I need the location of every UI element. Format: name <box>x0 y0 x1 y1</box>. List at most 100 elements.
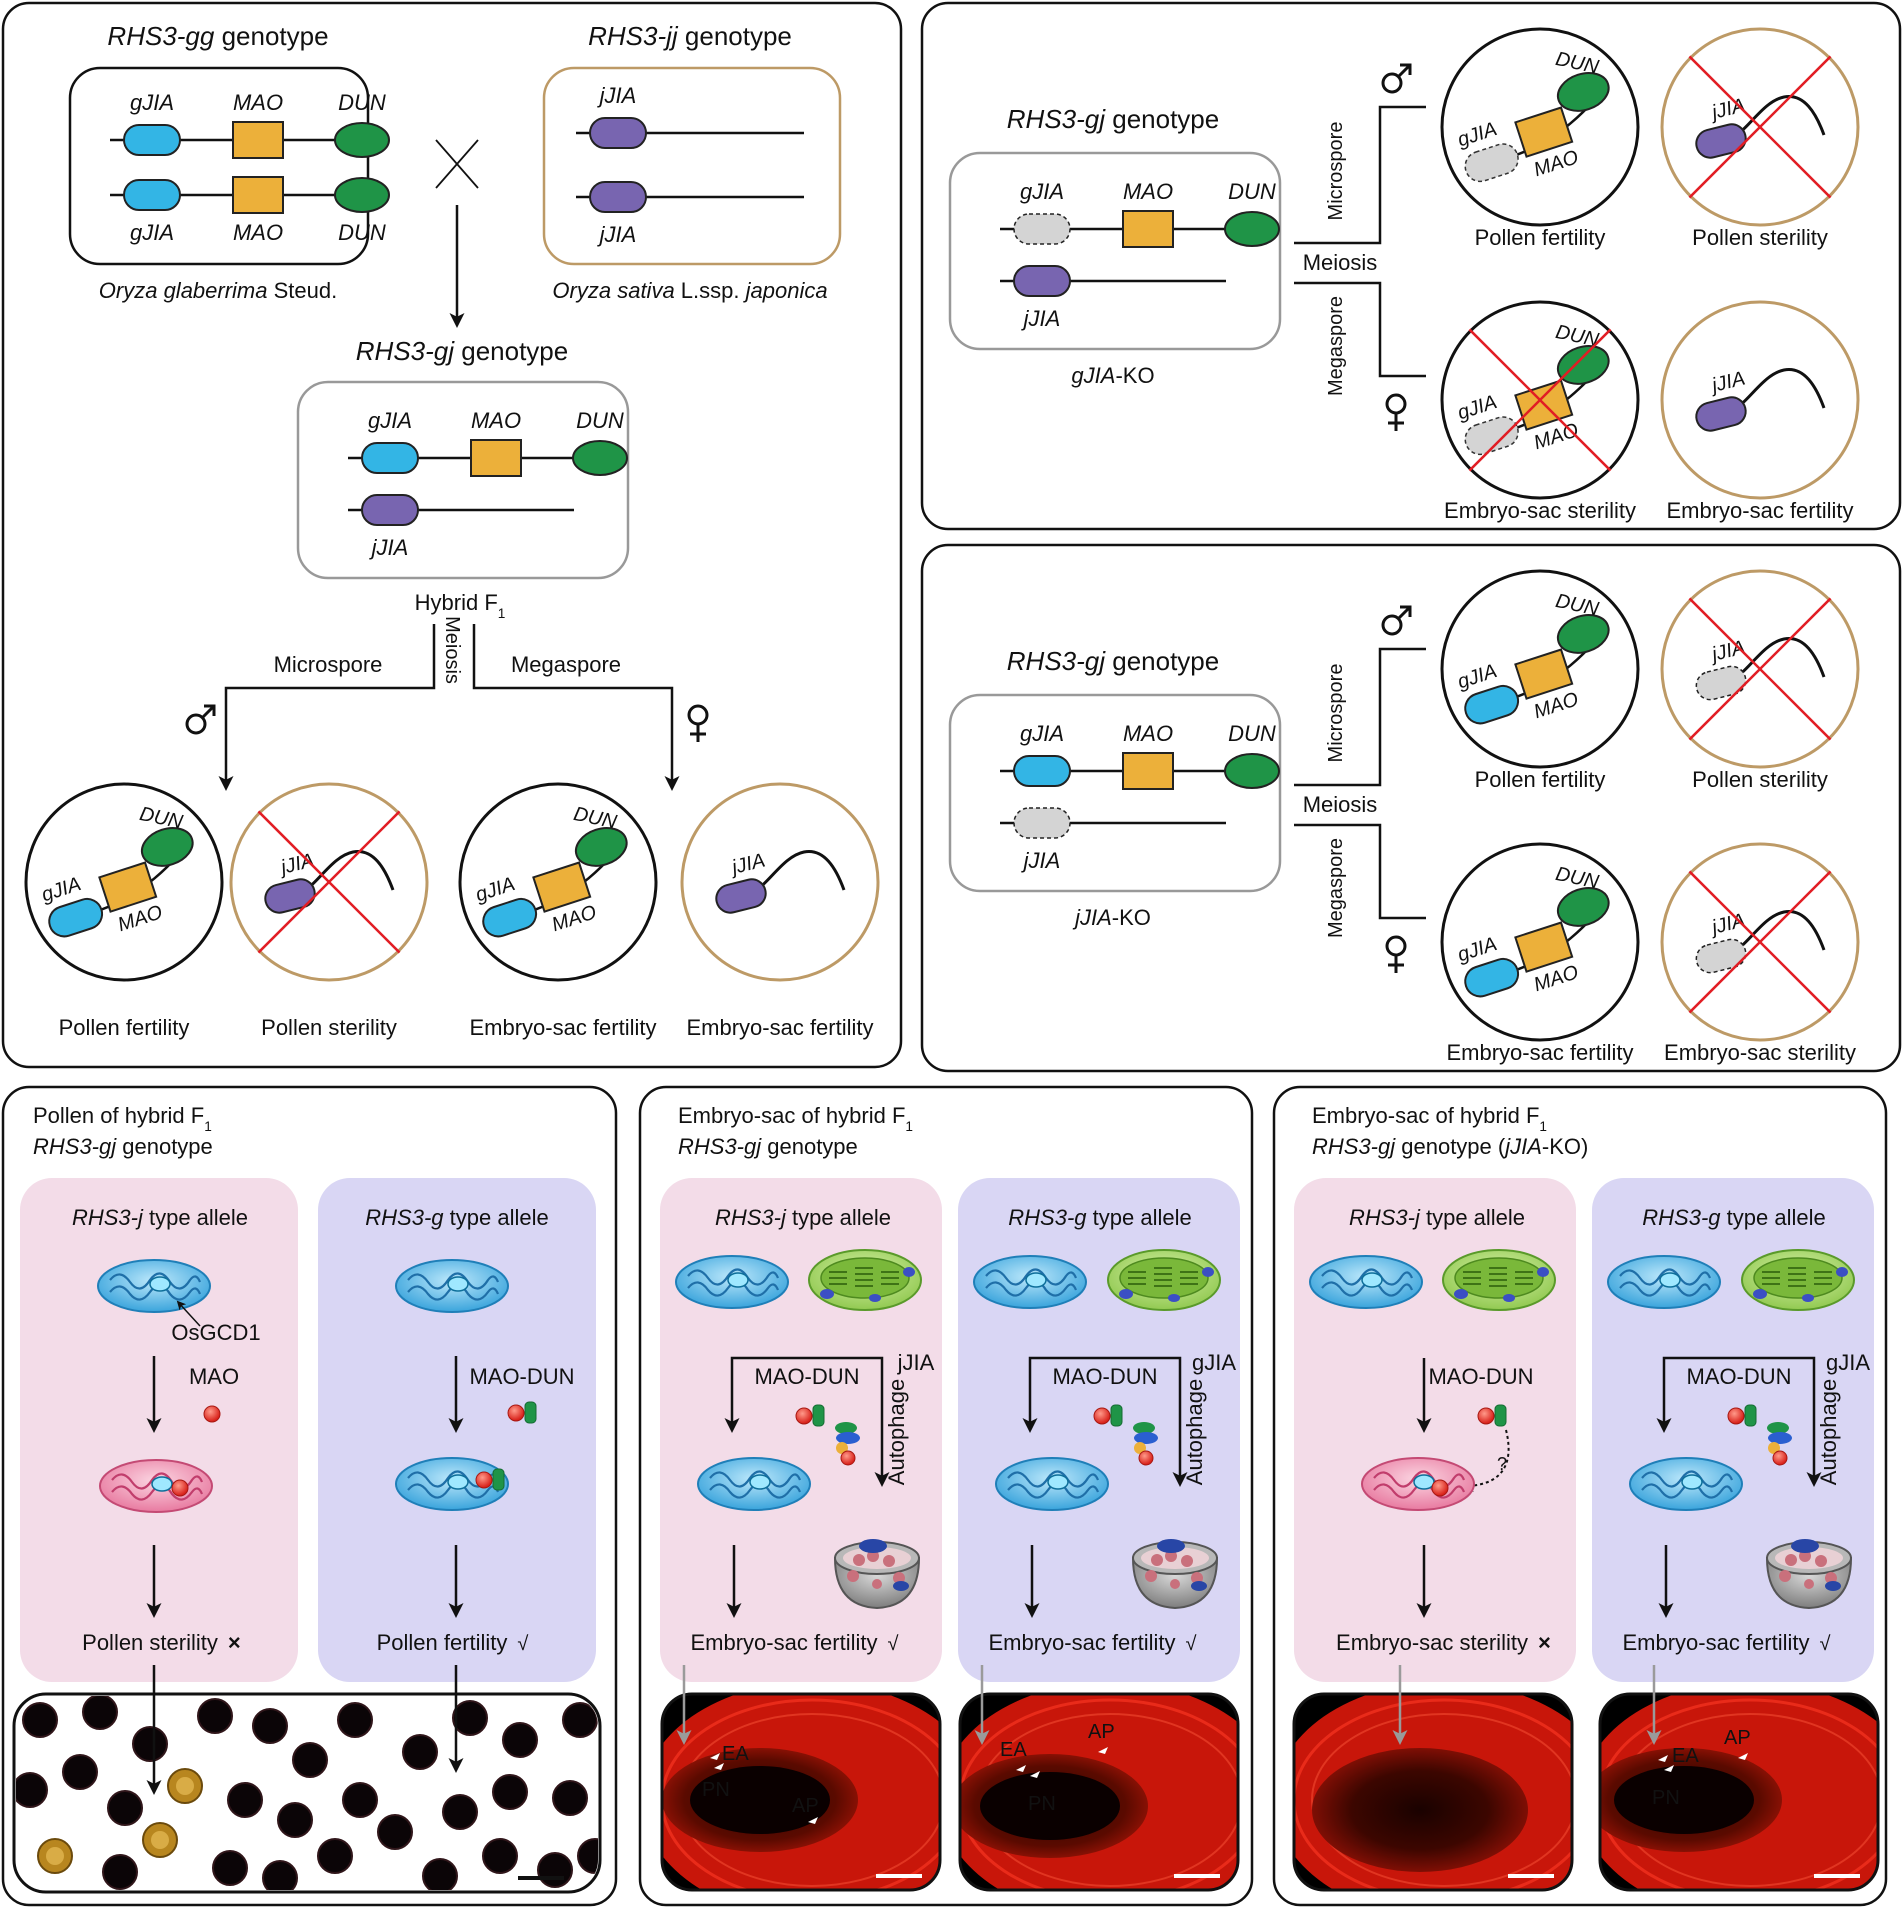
mao-gene-icon <box>1514 106 1574 158</box>
gamete-genes: jJIA <box>1695 367 1826 432</box>
fertile-pollen-grain <box>22 1702 58 1738</box>
panel-b-ko-label-part: -KO <box>1115 363 1154 388</box>
panel-b-title-part: genotype <box>1105 104 1219 134</box>
rhs3-gg-title-part: genotype <box>214 21 328 51</box>
mao-dun-label: MAO-DUN <box>1686 1364 1791 1389</box>
allele-g-title-part: type allele <box>1087 1205 1192 1230</box>
microspore-branch <box>218 624 436 791</box>
allele-panel-j <box>20 1178 298 1682</box>
sterile-pollen-core <box>151 1831 169 1849</box>
allele-j-title-part: RHS3-j <box>715 1205 787 1230</box>
female-circle <box>1385 393 1407 415</box>
mao-bound-icon <box>1431 1479 1449 1497</box>
allele-g-title-part: type allele <box>1721 1205 1826 1230</box>
gjia-gene-icon <box>48 897 104 938</box>
structure-label: AP <box>1088 1721 1115 1743</box>
gamete-outline <box>1660 300 1860 500</box>
female-circle <box>687 704 709 726</box>
fertile-pollen-grain <box>402 1734 438 1770</box>
mao-label: MAO <box>471 408 521 433</box>
gamete-genes: jJIA <box>1695 636 1826 701</box>
pointer-arrowhead-icon <box>710 1753 720 1760</box>
autophagosome-icon <box>1132 1538 1218 1609</box>
mitochondrion-icon-shape <box>994 1456 1110 1512</box>
unknown-label: ? <box>1497 1454 1507 1474</box>
panel-c-megaspore-label: Megaspore <box>1325 838 1347 938</box>
panel-c-branch-mega <box>1294 823 1426 920</box>
hybrid-f1-label: Hybrid F1 <box>415 590 506 621</box>
jjia-ko-gene-icon <box>1695 938 1747 974</box>
mao-protein-icon-shape <box>203 1405 221 1423</box>
allele-j-title-part: RHS3-j <box>1349 1205 1421 1230</box>
allele-g-title: RHS3-g type allele <box>1008 1205 1191 1230</box>
panelF-title-line2-part: jJIA <box>1502 1134 1542 1159</box>
panel-b-genotype-box <box>948 151 1282 351</box>
check-mark-icon: √ <box>517 1633 528 1655</box>
panel-b-branch-micro <box>1294 105 1426 245</box>
pollen-fertility-label: Pollen fertility <box>59 1015 190 1040</box>
mao-dun-label: MAO-DUN <box>1052 1364 1157 1389</box>
autophage-label: Autophage <box>1182 1379 1207 1485</box>
male-arrow <box>200 705 215 720</box>
jjia-gene-icon <box>1013 265 1071 297</box>
panelF-title-line2-part: RHS3-gj <box>1312 1134 1396 1159</box>
micrograph-content <box>1294 1694 1572 1890</box>
gjia-label: gJIA <box>1020 721 1064 746</box>
sterile-pollen-core <box>176 1777 194 1795</box>
fertile-pollen-grain <box>132 1726 168 1762</box>
gjia-label: gJIA <box>368 408 412 433</box>
panelD-title-line1-part: Pollen of hybrid F <box>33 1103 204 1128</box>
oryza-sativa-label-part: Oryza sativa <box>552 278 674 303</box>
chromosome-j: jJIA <box>576 83 804 149</box>
panelF-title-line1-part: Embryo-sac of hybrid F <box>1312 1103 1539 1128</box>
panel-a-border <box>1 1 903 1069</box>
panel-b-branch-mega <box>1294 281 1426 378</box>
gamete-chromosome <box>1731 368 1826 414</box>
chromosome-j: jJIA <box>1000 807 1226 873</box>
fertile-pollen-grain <box>442 1794 478 1830</box>
embryo-sac-fertility-label: Embryo-sac fertility <box>469 1015 656 1040</box>
rhs3-jj-box <box>542 66 842 266</box>
fertile-pollen-grain <box>537 1852 573 1888</box>
dun-label: DUN <box>576 408 624 433</box>
rhs3-jj-title-part: RHS3-jj <box>588 21 679 51</box>
dun-gene-icon <box>334 122 390 158</box>
panel-d-border <box>1 1085 618 1907</box>
panelD-title-line1-part: 1 <box>204 1119 212 1134</box>
rhs3-jj-title-part: genotype <box>678 21 792 51</box>
mao-dun-branch <box>1662 1356 1822 1487</box>
fertile-pollen-grain <box>262 1860 298 1890</box>
scale-bar <box>518 1876 564 1880</box>
panel-c-ko-label-part: jJIA <box>1072 905 1112 930</box>
allele-panel-j <box>1294 1178 1576 1682</box>
jjia-ko-gene-icon <box>1013 807 1071 839</box>
pollen-sterility-label: Pollen sterility <box>261 1015 397 1040</box>
embryo-sac-cavity <box>1312 1748 1528 1872</box>
jjia-gene-icon <box>589 117 647 149</box>
oryza-glaberrima-label-part: Steud. <box>268 278 338 303</box>
allele-g-title-part: type allele <box>444 1205 549 1230</box>
cross-mark-icon: × <box>1538 1630 1551 1655</box>
dun-gene-icon <box>574 826 628 867</box>
chromosome-g: gJIA MAO DUN <box>348 408 628 477</box>
allele-j-title: RHS3-j type allele <box>1349 1205 1525 1230</box>
mao-gene-icon <box>232 121 284 159</box>
check-mark-icon: √ <box>1820 1633 1831 1655</box>
dun-gene-icon <box>1556 71 1610 112</box>
autophagosome-icon-shape <box>1766 1538 1852 1609</box>
scale-bar <box>1508 1874 1554 1878</box>
oryza-sativa-label-part: L.ssp. <box>675 278 746 303</box>
micrograph-frame <box>660 1692 942 1892</box>
rhs3-gj-box <box>296 380 630 580</box>
structure-label: PN <box>702 1779 730 1801</box>
panel-b-pollen-fertility-label: Pollen fertility <box>1475 225 1606 250</box>
mitochondrion-icon <box>696 1456 812 1512</box>
fertile-pollen-grain <box>107 1790 143 1826</box>
panel-b-meiosis-label: Meiosis <box>1303 250 1378 275</box>
jjia-label: jJIA <box>1021 848 1061 873</box>
